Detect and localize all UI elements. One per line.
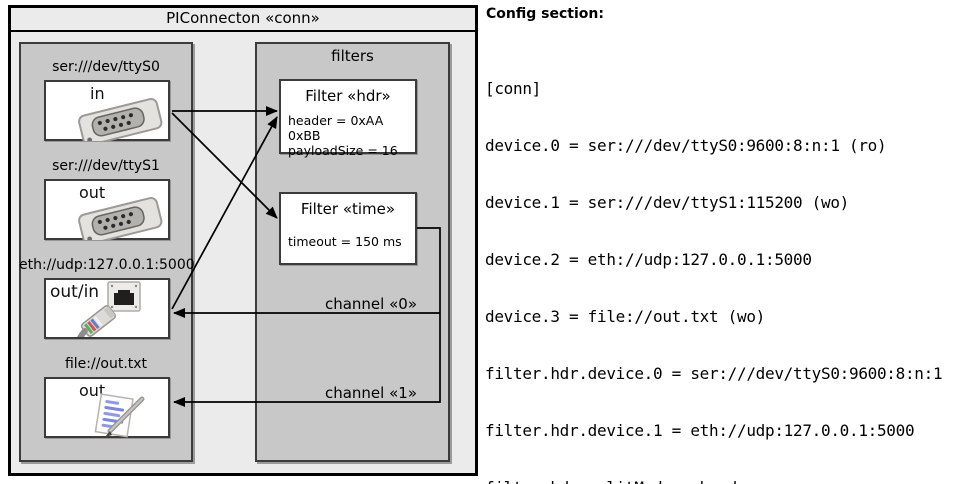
filter-hdr-box: Filter «hdr» header = 0xAA 0xBB payloadS… [279, 79, 417, 158]
device-box-ttys0: in [44, 80, 170, 141]
serial-connector-icon [78, 197, 163, 240]
device-uri-file: file://out.txt [64, 356, 148, 372]
device-box-eth: out/in [44, 278, 170, 339]
ethernet-icon [72, 281, 141, 337]
device-uri-eth: eth://udp:127.0.0.1:5000 [19, 257, 195, 273]
config-line: device.1 = ser:///dev/ttyS1:115200 (wo) [485, 193, 849, 212]
config-line: filter.hdr.device.0 = ser:///dev/ttyS0:9… [485, 364, 943, 383]
filter-hdr-attr-payloadsize: payloadSize = 16 [288, 143, 398, 158]
filter-time-box: Filter «time» timeout = 150 ms [279, 192, 417, 265]
filters-panel-label: filters [331, 47, 374, 65]
config-line: filter.hdr.device.1 = eth://udp:127.0.0.… [485, 421, 915, 440]
config-line: device.0 = ser:///dev/ttyS0:9600:8:n:1 (… [485, 136, 887, 155]
device-box-ttys1: out [44, 179, 170, 240]
notepad-icon [94, 393, 145, 438]
device-direction-label: out [79, 183, 106, 202]
device-uri-ttys0: ser:///dev/ttyS0 [52, 59, 160, 75]
device-uri-ttys1: ser:///dev/ttyS1 [52, 158, 160, 174]
config-line: device.3 = file://out.txt (wo) [485, 307, 765, 326]
config-line: filter.hdr.splitMode = header [485, 478, 963, 484]
config-section-heading: Config section: [486, 6, 604, 22]
filter-hdr-attr-header: header = 0xAA 0xBB [288, 113, 384, 143]
serial-connector-icon [78, 98, 163, 141]
title-separator [11, 30, 475, 32]
device-box-file: out [44, 377, 170, 438]
filter-time-attr-timeout: timeout = 150 ms [288, 234, 402, 249]
device-direction-label: out/in [50, 282, 100, 302]
device-direction-label: out [79, 381, 106, 400]
channel-1-label: channel «1» [324, 384, 417, 402]
filter-time-title: Filter «time» [300, 200, 396, 218]
filter-hdr-title: Filter «hdr» [305, 87, 391, 105]
diagram-title: PIConnecton «conn» [166, 9, 320, 27]
config-listing: [conn] device.0 = ser:///dev/ttyS0:9600:… [485, 41, 963, 484]
device-direction-label: in [90, 84, 105, 103]
config-line: device.2 = eth://udp:127.0.0.1:5000 [485, 250, 812, 269]
channel-0-label: channel «0» [324, 295, 417, 313]
config-line: [conn] [485, 79, 541, 98]
